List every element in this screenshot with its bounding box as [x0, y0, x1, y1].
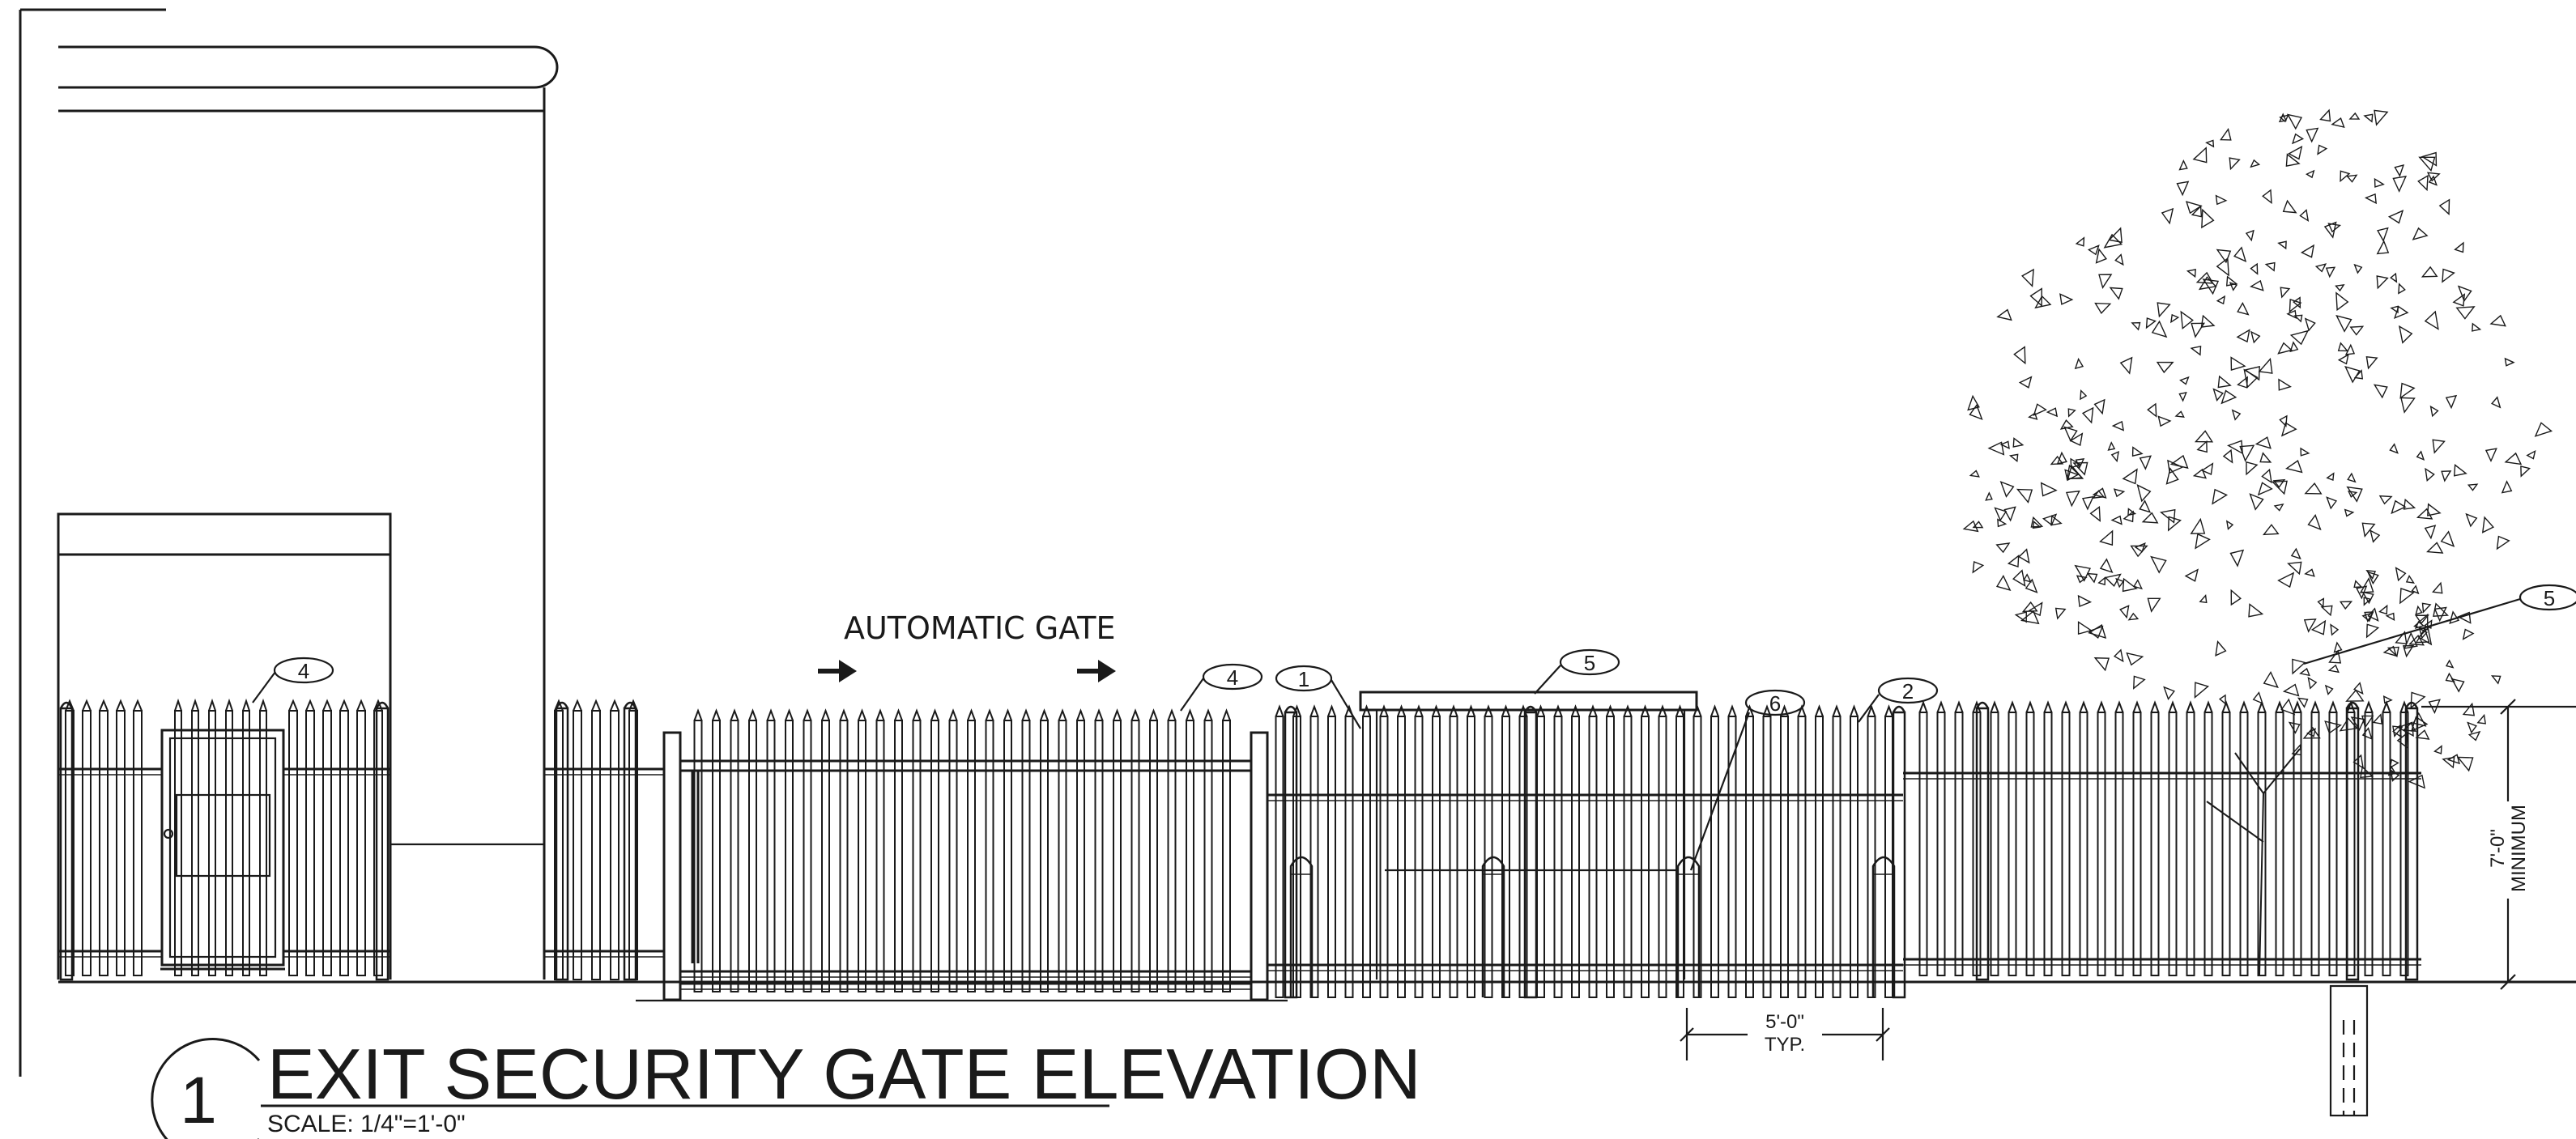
title-block: 1 EXIT SECURITY GATE ELEVATION SCALE: 1/…: [151, 1034, 1421, 1139]
building-outline: [57, 45, 559, 980]
gate-direction-arrow: [818, 660, 857, 682]
post-spacing-dimension: 5'-0" TYP.: [1680, 1008, 1890, 1060]
drawing-title: EXIT SECURITY GATE ELEVATION: [267, 1034, 1421, 1114]
callout-1: 1: [1275, 665, 1361, 729]
callout-5-tree: 5: [2303, 584, 2576, 665]
automatic-gate-label: AUTOMATIC GATE: [844, 610, 1116, 646]
detail-number: 1: [180, 1064, 217, 1137]
svg-text:5: 5: [1584, 651, 1595, 675]
spacing-dimension-note: TYP.: [1765, 1034, 1805, 1056]
canopy-structure: [1359, 691, 1698, 980]
height-dimension-note: MINIMUM: [2508, 805, 2530, 892]
height-dimension-text: 7'-0": [2487, 829, 2509, 868]
callout-4-pedestrian: 4: [252, 657, 334, 703]
callout-5-canopy: 5: [1534, 648, 1620, 695]
fence-pickets: [58, 698, 2421, 999]
post-footing: [2329, 984, 2369, 1117]
gate-direction-arrow-2: [1077, 660, 1116, 682]
spacing-dimension-text: 5'-0": [1765, 1011, 1804, 1033]
detail-number-circle: [151, 1038, 261, 1139]
svg-text:6: 6: [1769, 691, 1781, 716]
svg-text:5: 5: [2544, 586, 2555, 610]
svg-text:2: 2: [1902, 679, 1914, 703]
height-dimension: 7'-0" MINIMUM: [2421, 699, 2576, 990]
callout-2: 2: [1858, 677, 1939, 723]
drawing-scale: SCALE: 1/4"=1'-0": [267, 1111, 466, 1137]
svg-text:1: 1: [1298, 667, 1309, 691]
callout-4-automatic: 4: [1180, 663, 1263, 712]
svg-text:4: 4: [298, 659, 309, 683]
tree-foliage: [1962, 108, 2553, 976]
svg-text:4: 4: [1227, 665, 1238, 690]
pedestrian-gate: [160, 729, 285, 971]
automatic-gate-frame: [662, 731, 1269, 1001]
